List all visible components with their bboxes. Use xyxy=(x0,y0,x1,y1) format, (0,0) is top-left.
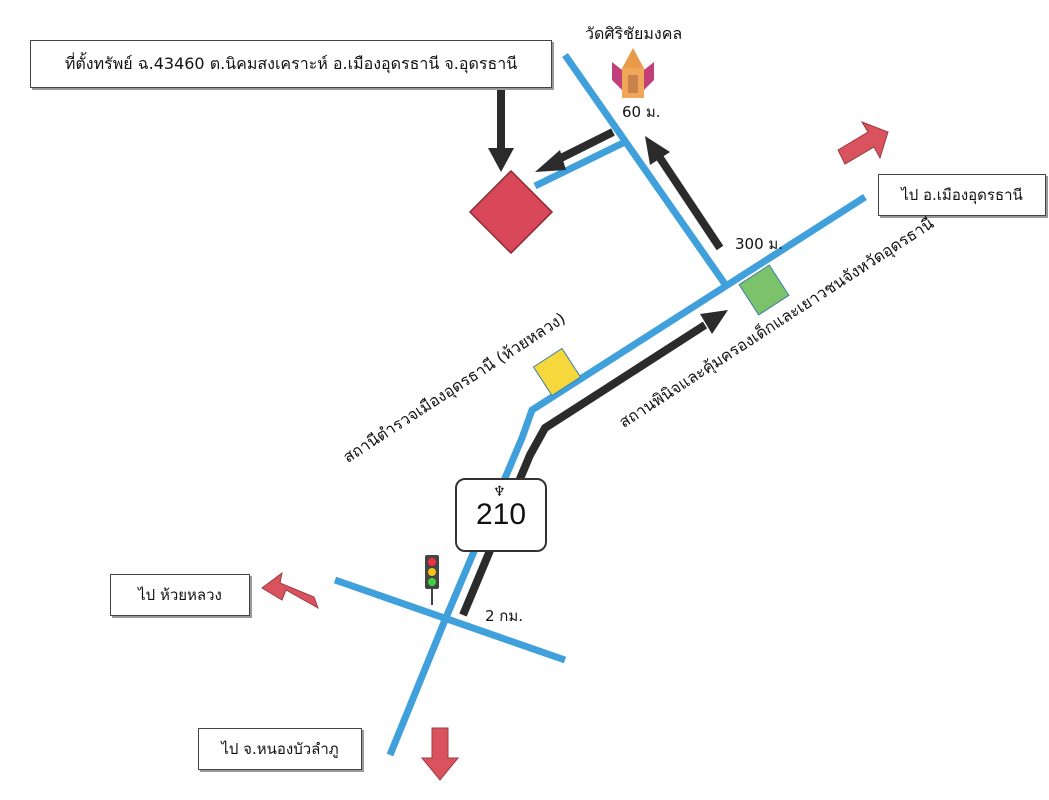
direction-text-huai-luang: ไป ห้วยหลวง xyxy=(138,586,222,604)
road-cross xyxy=(333,576,567,664)
road-temple xyxy=(562,52,730,290)
property-marker xyxy=(468,169,554,255)
route-number: 210 xyxy=(475,498,527,531)
police-station-marker xyxy=(532,347,582,397)
arrowhead-temple xyxy=(645,136,670,165)
direction-box-mueang: ไป อ.เมืองอุดรธานี xyxy=(878,174,1046,216)
traffic-light-icon xyxy=(425,555,439,605)
temple-icon xyxy=(612,48,654,98)
road-spur xyxy=(533,138,627,190)
direction-arrow-huai-luang xyxy=(261,571,319,610)
road-main xyxy=(386,194,867,757)
route-arrow-spur xyxy=(553,128,615,165)
property-location-text: ที่ตั้งทรัพย์ ฉ.43460 ต.นิคมสงเคราะห์ อ.… xyxy=(64,53,518,73)
route-arrow-temple-road xyxy=(656,155,724,251)
juvenile-center-marker xyxy=(738,264,790,316)
direction-text-mueang: ไป อ.เมืองอุดรธานี xyxy=(901,186,1023,204)
direction-box-huai-luang: ไป ห้วยหลวง xyxy=(110,574,250,616)
route-210-sign: ♆ 210 xyxy=(455,478,547,552)
direction-text-nongbua: ไป จ.หนองบัวลำภู xyxy=(221,740,339,758)
temple-label: วัดศิริชัยมงคล xyxy=(585,24,683,43)
arrowhead-main xyxy=(700,310,728,334)
garuda-emblem-icon: ♆ xyxy=(493,484,506,500)
distance-60m: 60 ม. xyxy=(622,103,661,121)
distance-300m: 300 ม. xyxy=(735,235,784,253)
distance-2km: 2 กม. xyxy=(485,607,524,625)
direction-arrow-mueang xyxy=(837,121,889,165)
direction-box-nongbua: ไป จ.หนองบัวลำภู xyxy=(198,728,362,770)
arrowhead-spur xyxy=(535,150,566,172)
property-location-box: ที่ตั้งทรัพย์ ฉ.43460 ต.นิคมสงเคราะห์ อ.… xyxy=(30,40,552,88)
direction-arrow-nongbua xyxy=(420,727,460,781)
arrowhead-box xyxy=(488,148,514,172)
